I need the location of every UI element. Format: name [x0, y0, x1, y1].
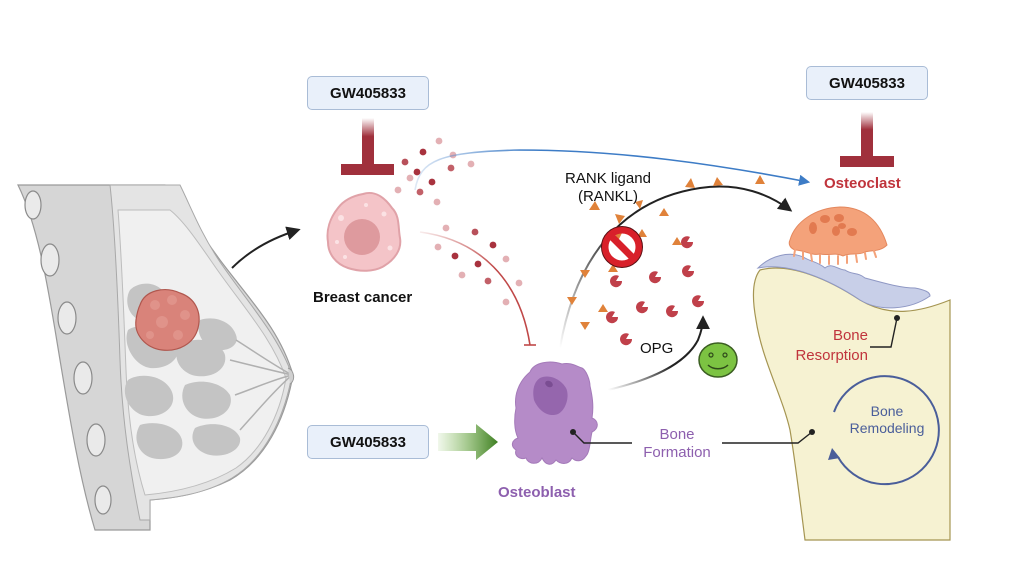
label-bone-resorption-line2: Resorption	[795, 347, 868, 364]
label-opg: OPG	[640, 340, 674, 357]
label-osteoblast: Osteoblast	[498, 484, 576, 501]
remodeling-cycle	[828, 375, 940, 486]
activate-arrow	[438, 424, 498, 460]
arrow-breast-to-cancer	[231, 226, 301, 269]
drug-box-gw405833-cancer: GW405833	[307, 76, 429, 110]
label-bone-resorption-line1: Bone	[832, 327, 868, 344]
inhibit-cancer-to-osteoblast	[419, 231, 536, 346]
drug-box-gw405833-osteoblast: GW405833	[307, 425, 429, 459]
label-bone-remodeling-line2: Remodeling	[849, 420, 925, 436]
drug-box-gw405833-osteoclast: GW405833	[806, 66, 928, 100]
opg-molecules	[606, 236, 705, 346]
ribs	[24, 190, 112, 515]
label-rankl: RANK ligand (RANKL)	[548, 170, 668, 206]
arrow-osteoblast-to-osteoclast	[559, 185, 793, 349]
smiley-face-icon	[698, 342, 738, 378]
label-bone-formation-line1: Bone	[659, 426, 695, 443]
label-rankl-line2: (RANKL)	[577, 188, 638, 205]
inhibit-tbar-osteoclast	[840, 112, 894, 167]
breast-cancer-cell	[326, 192, 402, 272]
osteoclast-cell	[788, 206, 888, 265]
breast-anatomy-illustration	[17, 184, 295, 531]
bone-illustration	[752, 253, 951, 541]
blocked-sign-icon	[601, 226, 643, 268]
label-osteoclast: Osteoclast	[824, 175, 901, 192]
secreted-factors-top	[394, 137, 475, 206]
drug-label: GW405833	[330, 84, 406, 102]
label-breast-cancer: Breast cancer	[313, 289, 413, 306]
resorption-pointer	[870, 315, 900, 348]
arrow-osteoblast-to-opg	[607, 315, 710, 391]
osteoblast-cell	[511, 361, 598, 465]
label-bone-formation-line2: Formation	[643, 444, 711, 461]
label-bone-formation: Bone Formation	[632, 426, 722, 462]
label-bone-resorption: Bone Resorption	[770, 326, 868, 366]
secreted-factors-bottom	[434, 224, 523, 306]
bone-formation-connector	[570, 429, 815, 444]
inhibit-tbar-cancer	[341, 118, 394, 175]
rankl-molecules	[567, 175, 765, 330]
tumor-texture	[146, 295, 190, 340]
drug-label: GW405833	[330, 433, 406, 451]
drug-label: GW405833	[829, 74, 905, 92]
label-rankl-line1: RANK ligand	[565, 170, 651, 187]
arrow-cancer-to-osteoclast	[414, 149, 811, 191]
label-bone-remodeling: Bone Remodeling	[832, 403, 942, 437]
nipple	[287, 367, 295, 385]
ducts	[229, 339, 293, 431]
label-bone-remodeling-line1: Bone	[870, 403, 904, 419]
